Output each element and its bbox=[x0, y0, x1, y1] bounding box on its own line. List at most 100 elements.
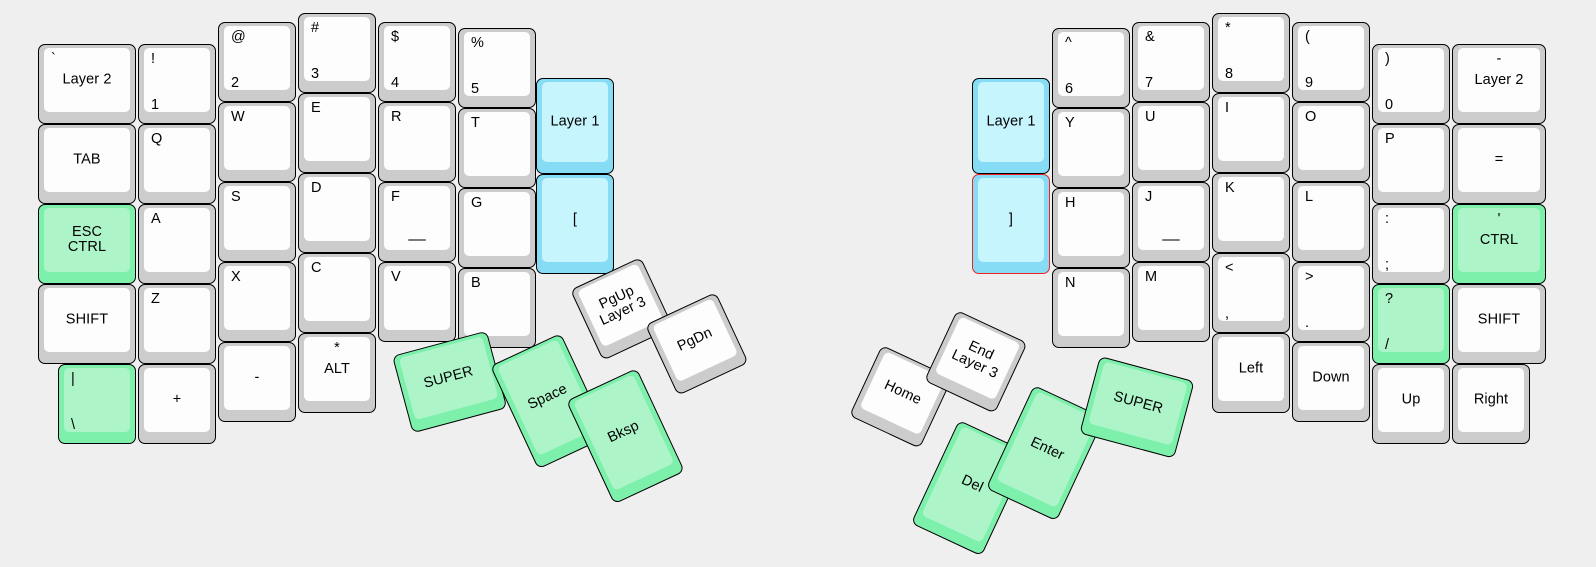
key-l-shift[interactable]: SHIFT bbox=[38, 284, 136, 364]
key-r-m[interactable]: M bbox=[1132, 262, 1210, 342]
key-l-z[interactable]: Z bbox=[138, 284, 216, 364]
key-legend-main: Layer 1 bbox=[986, 113, 1036, 130]
key-l-v[interactable]: V bbox=[378, 262, 456, 342]
keycap-surface: Q bbox=[144, 128, 210, 192]
key-legend-base: Z bbox=[151, 291, 160, 307]
key-legend-main: Layer 2 bbox=[1474, 71, 1524, 88]
key-r-down[interactable]: Down bbox=[1292, 342, 1370, 422]
key-legend-shifted: * bbox=[1225, 20, 1231, 36]
key-l-pipe-backslash[interactable]: |\ bbox=[58, 364, 136, 444]
key-r-y[interactable]: Y bbox=[1052, 108, 1130, 188]
keycap-surface: <, bbox=[1218, 257, 1284, 321]
key-l-c[interactable]: C bbox=[298, 253, 376, 333]
keycap-surface: End Layer 3 bbox=[934, 316, 1021, 401]
keycap-surface: F bbox=[384, 186, 450, 250]
key-l-tab[interactable]: TAB bbox=[38, 124, 136, 204]
key-r-u[interactable]: U bbox=[1132, 102, 1210, 182]
key-r-p[interactable]: P bbox=[1372, 124, 1450, 204]
keycap-surface: Z bbox=[144, 288, 210, 352]
keycap-surface: `Layer 2 bbox=[44, 48, 130, 112]
key-l-5[interactable]: %5 bbox=[458, 28, 536, 108]
keycap-surface: @2 bbox=[224, 26, 290, 90]
key-l-x[interactable]: X bbox=[218, 262, 296, 342]
key-legend-base: 0 bbox=[1385, 97, 1394, 112]
key-l-e[interactable]: E bbox=[298, 93, 376, 173]
key-l-plus[interactable]: + bbox=[138, 364, 216, 444]
keycap-surface: - bbox=[224, 346, 290, 410]
key-r-i[interactable]: I bbox=[1212, 93, 1290, 173]
key-legend-base: 6 bbox=[1065, 81, 1074, 96]
key-legend-base: O bbox=[1305, 109, 1317, 125]
key-legend-main: - bbox=[254, 369, 260, 386]
key-l-1[interactable]: !1 bbox=[138, 44, 216, 124]
key-legend-base: H bbox=[1065, 195, 1076, 211]
key-l-t[interactable]: T bbox=[458, 108, 536, 188]
keycap-surface: ESC CTRL bbox=[44, 208, 130, 272]
keycap-surface: |\ bbox=[64, 368, 130, 432]
keycap-surface: O bbox=[1298, 106, 1364, 170]
key-r-8[interactable]: *8 bbox=[1212, 13, 1290, 93]
key-r-period[interactable]: >. bbox=[1292, 262, 1370, 342]
key-r-semicolon[interactable]: :; bbox=[1372, 204, 1450, 284]
key-l-esc-ctrl[interactable]: ESC CTRL bbox=[38, 204, 136, 284]
key-r-7[interactable]: &7 bbox=[1132, 22, 1210, 102]
key-r-h[interactable]: H bbox=[1052, 188, 1130, 268]
key-l-w[interactable]: W bbox=[218, 102, 296, 182]
keycap-surface: X bbox=[224, 266, 290, 330]
keycap-surface: L bbox=[1298, 186, 1364, 250]
keycap-surface: 'CTRL bbox=[1458, 208, 1540, 272]
key-r-left[interactable]: Left bbox=[1212, 333, 1290, 413]
key-legend-base: L bbox=[1305, 189, 1314, 205]
key-r-j[interactable]: J bbox=[1132, 182, 1210, 262]
key-r-l[interactable]: L bbox=[1292, 182, 1370, 262]
key-r-n[interactable]: N bbox=[1052, 268, 1130, 348]
keycap-surface: TAB bbox=[44, 128, 130, 192]
key-r-comma[interactable]: <, bbox=[1212, 253, 1290, 333]
keycap-surface: #3 bbox=[304, 17, 370, 81]
keycap-surface: :; bbox=[1378, 208, 1444, 272]
key-l-d[interactable]: D bbox=[298, 173, 376, 253]
key-r-super[interactable]: SUPER bbox=[1079, 356, 1195, 459]
key-r-0[interactable]: )0 bbox=[1372, 44, 1450, 124]
key-legend-main: TAB bbox=[73, 151, 101, 168]
key-legend-base: E bbox=[311, 100, 321, 116]
key-l-q[interactable]: Q bbox=[138, 124, 216, 204]
key-r-k[interactable]: K bbox=[1212, 173, 1290, 253]
key-l-s[interactable]: S bbox=[218, 182, 296, 262]
key-legend-main: ALT bbox=[324, 360, 350, 377]
key-r-minus-layer2[interactable]: -Layer 2 bbox=[1452, 44, 1546, 124]
key-r-9[interactable]: (9 bbox=[1292, 22, 1370, 102]
key-l-r[interactable]: R bbox=[378, 102, 456, 182]
key-r-6[interactable]: ^6 bbox=[1052, 28, 1130, 108]
key-legend-base: G bbox=[471, 195, 483, 211]
key-r-quote-ctrl[interactable]: 'CTRL bbox=[1452, 204, 1546, 284]
key-r-shift[interactable]: SHIFT bbox=[1452, 284, 1546, 364]
key-l-layer1[interactable]: Layer 1 bbox=[536, 78, 614, 174]
key-l-super[interactable]: SUPER bbox=[392, 330, 508, 434]
key-l-3[interactable]: #3 bbox=[298, 13, 376, 93]
key-l-f[interactable]: F bbox=[378, 182, 456, 262]
key-r-equals[interactable]: = bbox=[1452, 124, 1546, 204]
keycap-surface: [ bbox=[542, 178, 608, 262]
key-r-right[interactable]: Right bbox=[1452, 364, 1530, 444]
key-l-grave-layer2[interactable]: `Layer 2 bbox=[38, 44, 136, 124]
key-l-4[interactable]: $4 bbox=[378, 22, 456, 102]
key-legend-base: A bbox=[151, 211, 161, 227]
key-l-2[interactable]: @2 bbox=[218, 22, 296, 102]
key-r-layer1[interactable]: Layer 1 bbox=[972, 78, 1050, 174]
key-l-minus[interactable]: - bbox=[218, 342, 296, 422]
key-r-slash[interactable]: ?/ bbox=[1372, 284, 1450, 364]
key-l-g[interactable]: G bbox=[458, 188, 536, 268]
key-l-a[interactable]: A bbox=[138, 204, 216, 284]
key-legend-shifted: * bbox=[334, 340, 340, 356]
key-r-o[interactable]: O bbox=[1292, 102, 1370, 182]
key-legend-shifted: > bbox=[1305, 269, 1314, 285]
keycap-surface: Y bbox=[1058, 112, 1124, 176]
key-r-up[interactable]: Up bbox=[1372, 364, 1450, 444]
key-r-bracket-close[interactable]: ] bbox=[972, 174, 1050, 274]
key-l-bracket-open[interactable]: [ bbox=[536, 174, 614, 274]
key-legend-base: D bbox=[311, 180, 322, 196]
key-legend-shifted: @ bbox=[231, 29, 246, 45]
key-l-alt[interactable]: * ALT bbox=[298, 333, 376, 413]
